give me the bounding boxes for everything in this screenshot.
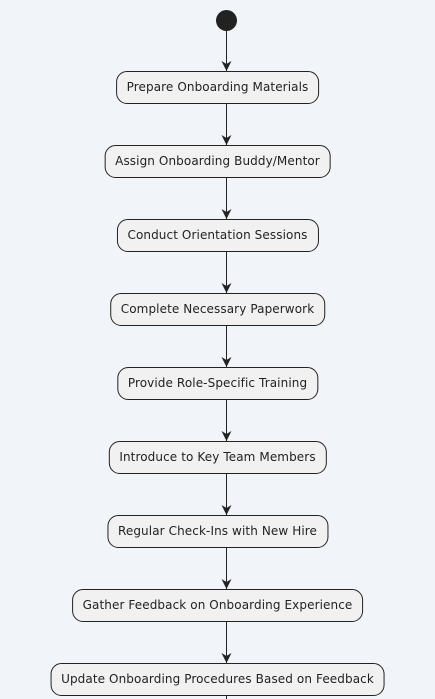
activity-step: Conduct Orientation Sessions [116, 219, 319, 252]
activity-step: Update Onboarding Procedures Based on Fe… [50, 663, 385, 696]
activity-step: Complete Necessary Paperwork [109, 293, 326, 326]
start-node [216, 10, 237, 31]
activity-step: Provide Role-Specific Training [116, 367, 319, 400]
activity-step: Prepare Onboarding Materials [115, 71, 320, 104]
activity-step: Introduce to Key Team Members [108, 441, 327, 474]
activity-step: Regular Check-Ins with New Hire [106, 515, 329, 548]
activity-step: Gather Feedback on Onboarding Experience [71, 589, 364, 622]
activity-step: Assign Onboarding Buddy/Mentor [104, 145, 331, 178]
